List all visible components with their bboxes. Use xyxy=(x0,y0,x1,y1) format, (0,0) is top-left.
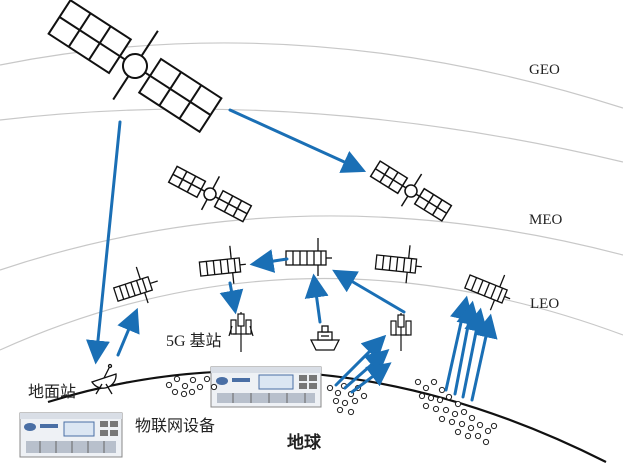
arrow-terminals-to-leo-4 xyxy=(470,313,498,402)
base-station-5g xyxy=(228,312,254,352)
terminal-cluster-left xyxy=(165,375,218,398)
base-station-tower-icon xyxy=(390,313,412,351)
base-station-tower-icon xyxy=(228,312,254,352)
iot-device-label: 物联网设备 xyxy=(135,418,216,435)
leo-satellite-3 xyxy=(285,238,332,276)
server-device-icon xyxy=(210,366,322,408)
dish-antenna-icon xyxy=(91,363,117,395)
satellite-icon xyxy=(463,274,511,311)
ship xyxy=(309,325,341,351)
iot-device-box-center xyxy=(210,366,322,408)
ground-station-dish xyxy=(91,363,117,395)
arrow-terminals-to-tower-1 xyxy=(334,334,387,387)
meo-orbit-arc xyxy=(0,215,623,271)
satellite-icon xyxy=(167,165,253,223)
arrow-geo-to-ground-station xyxy=(86,120,122,365)
satellite-icon xyxy=(369,160,453,222)
satellite-icon xyxy=(47,0,223,134)
arrow-ground-to-leo xyxy=(116,307,140,357)
satellite-icon xyxy=(112,266,158,304)
satellite-icon xyxy=(285,238,332,276)
satellite-icon xyxy=(374,245,422,284)
geo-satellite xyxy=(47,0,223,134)
satellite-icon xyxy=(198,245,246,284)
arrow-leo-crosslink xyxy=(249,249,289,273)
meo-label: MEO xyxy=(529,212,563,228)
leo-orbit-arc xyxy=(0,277,623,351)
arrow-ship-to-leo xyxy=(304,273,329,324)
leo-satellite-2 xyxy=(198,245,246,284)
leo-satellite-4 xyxy=(374,245,422,284)
arrow-terminals-to-tower-3 xyxy=(350,362,392,394)
leo-satellite-5 xyxy=(463,274,511,311)
leo-satellite-1 xyxy=(112,266,158,304)
arrow-terminals-to-leo-3 xyxy=(461,307,488,399)
meo-satellite-right xyxy=(369,160,453,222)
arrow-leo-down-to-5g xyxy=(219,281,244,315)
arrow-geo-to-meo xyxy=(228,108,367,173)
meo-satellite-left xyxy=(167,165,253,223)
ship-icon xyxy=(309,325,341,351)
earth-label: 地球 xyxy=(287,433,321,452)
leo-label: LEO xyxy=(530,296,560,312)
server-device-icon xyxy=(19,412,123,458)
arrow-terminals-to-leo-2 xyxy=(453,300,481,396)
ground-station-label: 地面站 xyxy=(28,384,77,401)
base-station-right xyxy=(390,313,412,351)
base-station-label: 5G 基站 xyxy=(166,333,222,350)
geo-label: GEO xyxy=(529,62,560,78)
iot-device-box-left xyxy=(19,412,123,458)
geo-orbit-arc-inner xyxy=(0,108,623,163)
earth-surface xyxy=(47,369,607,463)
link-arrows xyxy=(86,108,498,402)
arrow-tower-to-leo xyxy=(332,269,406,314)
